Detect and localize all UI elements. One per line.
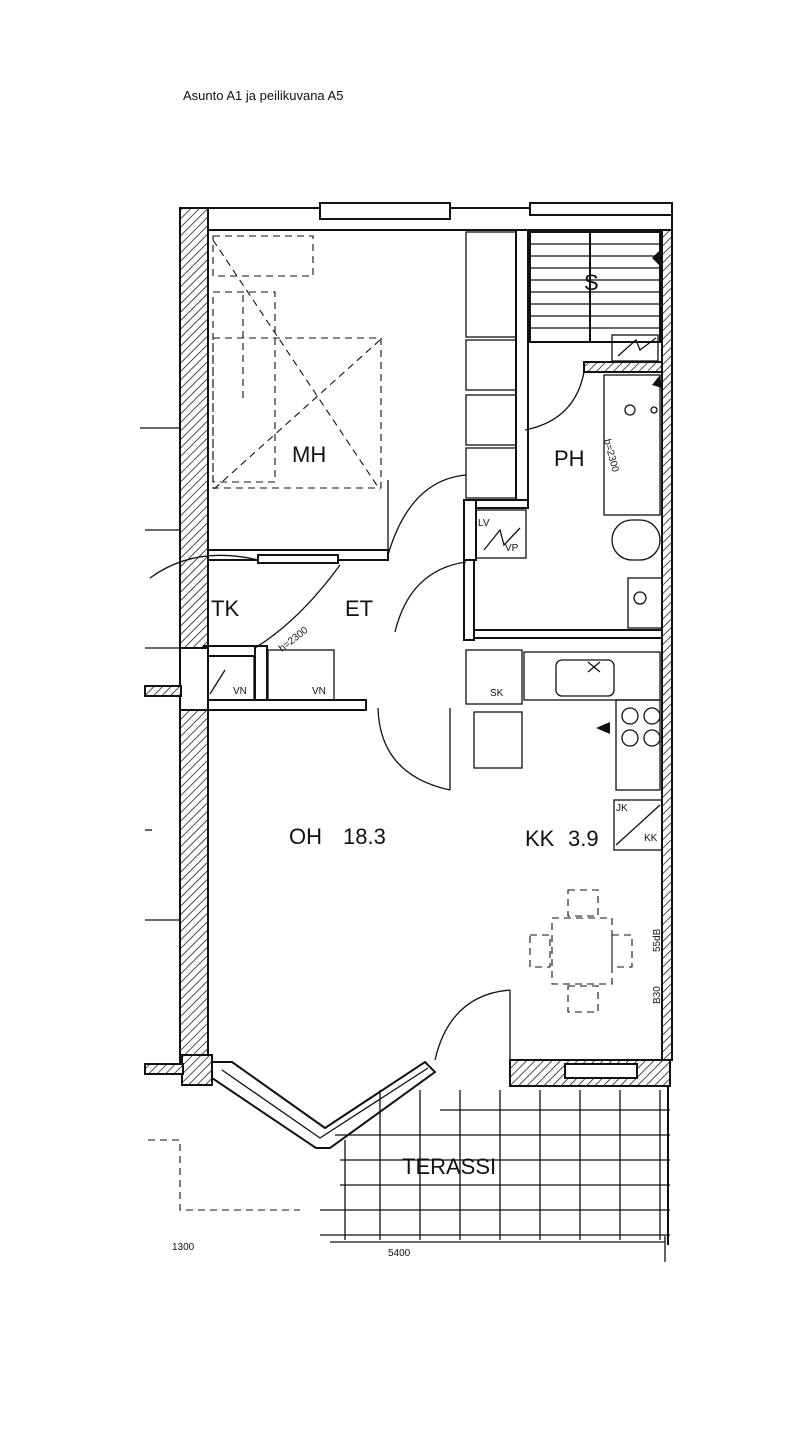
kitchen-fixtures xyxy=(465,649,663,851)
room-area-kk: 3.9 xyxy=(568,826,599,851)
room-label-mh: MH xyxy=(292,442,326,467)
dining-table xyxy=(529,889,633,1013)
dimension-5400: 5400 xyxy=(388,1248,411,1259)
fixture-label-vp: VP xyxy=(505,543,519,554)
door-swings xyxy=(149,371,585,1061)
bay-window-walls xyxy=(211,1060,437,1149)
staircase xyxy=(529,231,661,343)
annotation-b30: B30 xyxy=(652,986,663,1004)
fixture-label-vn-left: VN xyxy=(233,686,247,697)
room-label-ph: PH xyxy=(554,446,585,471)
site-lines xyxy=(140,427,666,1262)
room-label-kk: KK xyxy=(525,826,555,851)
room-label-s: S xyxy=(584,270,599,295)
laundry-box xyxy=(475,509,527,559)
fixture-label-lv: LV xyxy=(478,518,490,529)
terrace-paving xyxy=(320,1086,670,1245)
room-label-et: ET xyxy=(345,596,373,621)
plan-caption: Asunto A1 ja peilikuvana A5 xyxy=(183,88,344,103)
bathroom-fixtures xyxy=(603,334,663,629)
fixture-label-sk: SK xyxy=(490,688,504,699)
room-label-terassi: TERASSI xyxy=(402,1154,496,1179)
room-label-tk: TK xyxy=(211,596,239,621)
exterior-walls xyxy=(179,202,673,1087)
room-area-oh: 18.3 xyxy=(343,824,386,849)
bed-outlines xyxy=(212,235,382,491)
room-label-oh: OH xyxy=(289,824,322,849)
fixture-label-vn-right: VN xyxy=(312,686,326,697)
annotation-55db: 55dB xyxy=(652,928,663,952)
fixture-label-jk: JK xyxy=(616,803,628,814)
annotation-left-note: 1300 xyxy=(172,1242,195,1253)
wardrobe-cabinets xyxy=(465,231,517,499)
entry-closets xyxy=(207,649,335,701)
fixture-label-kk-cabinet: KK xyxy=(644,833,658,844)
